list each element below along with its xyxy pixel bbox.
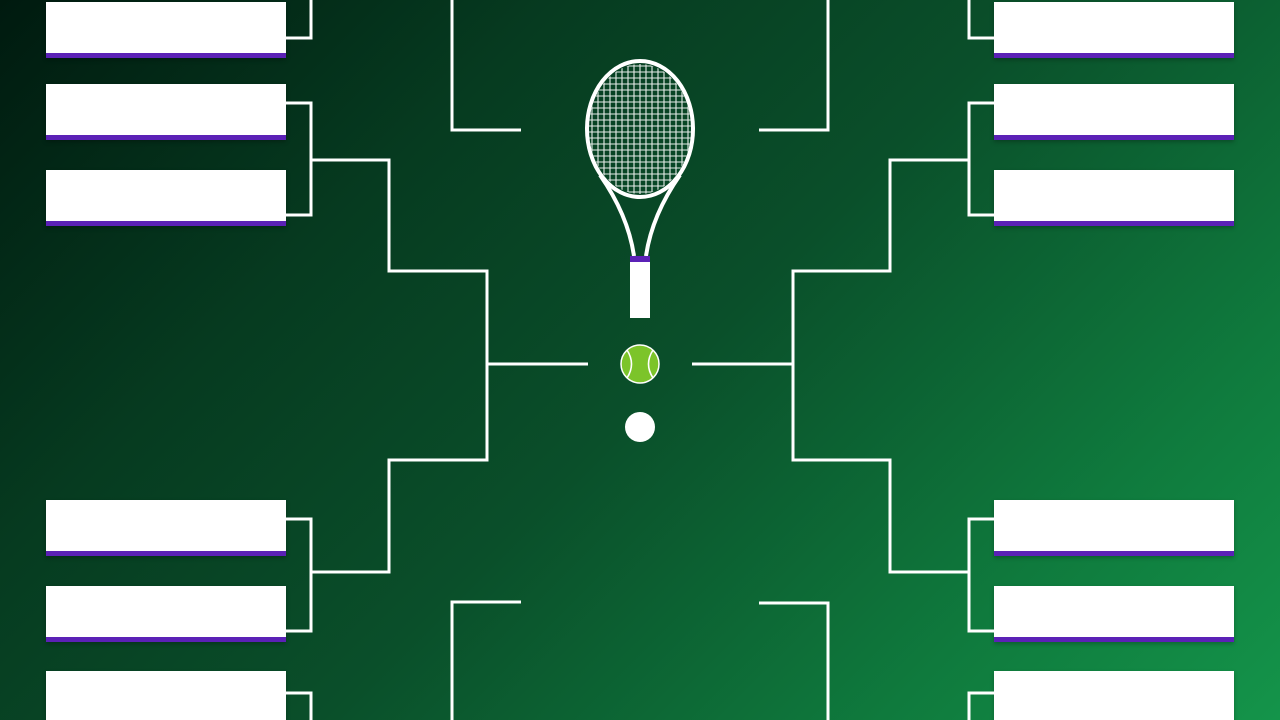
dot-icon — [625, 412, 655, 442]
connector-line — [450, 0, 521, 132]
connector-line — [286, 517, 313, 633]
bracket-slot-left-2[interactable] — [46, 84, 286, 140]
connector-line — [286, 0, 313, 40]
tennis-ball-icon — [620, 344, 660, 384]
connector-line — [450, 600, 521, 720]
connector-line — [286, 691, 313, 720]
bracket-slot-left-6[interactable] — [46, 671, 286, 720]
bracket-slot-right-6[interactable] — [994, 671, 1234, 720]
bracket-slot-right-5[interactable] — [994, 586, 1234, 642]
connector-line — [967, 0, 994, 40]
bracket-slot-left-4[interactable] — [46, 500, 286, 556]
bracket-slot-right-1[interactable] — [994, 2, 1234, 58]
connector-line — [759, 0, 830, 132]
connector-line — [967, 517, 994, 633]
connector-line — [759, 601, 830, 720]
bracket-slot-right-2[interactable] — [994, 84, 1234, 140]
tennis-racket-icon — [585, 59, 695, 318]
bracket-slot-left-1[interactable] — [46, 2, 286, 58]
bracket-slot-right-4[interactable] — [994, 500, 1234, 556]
bracket-slot-right-3[interactable] — [994, 170, 1234, 226]
bracket-slot-left-3[interactable] — [46, 170, 286, 226]
connector-line — [967, 691, 994, 720]
bracket-slot-left-5[interactable] — [46, 586, 286, 642]
